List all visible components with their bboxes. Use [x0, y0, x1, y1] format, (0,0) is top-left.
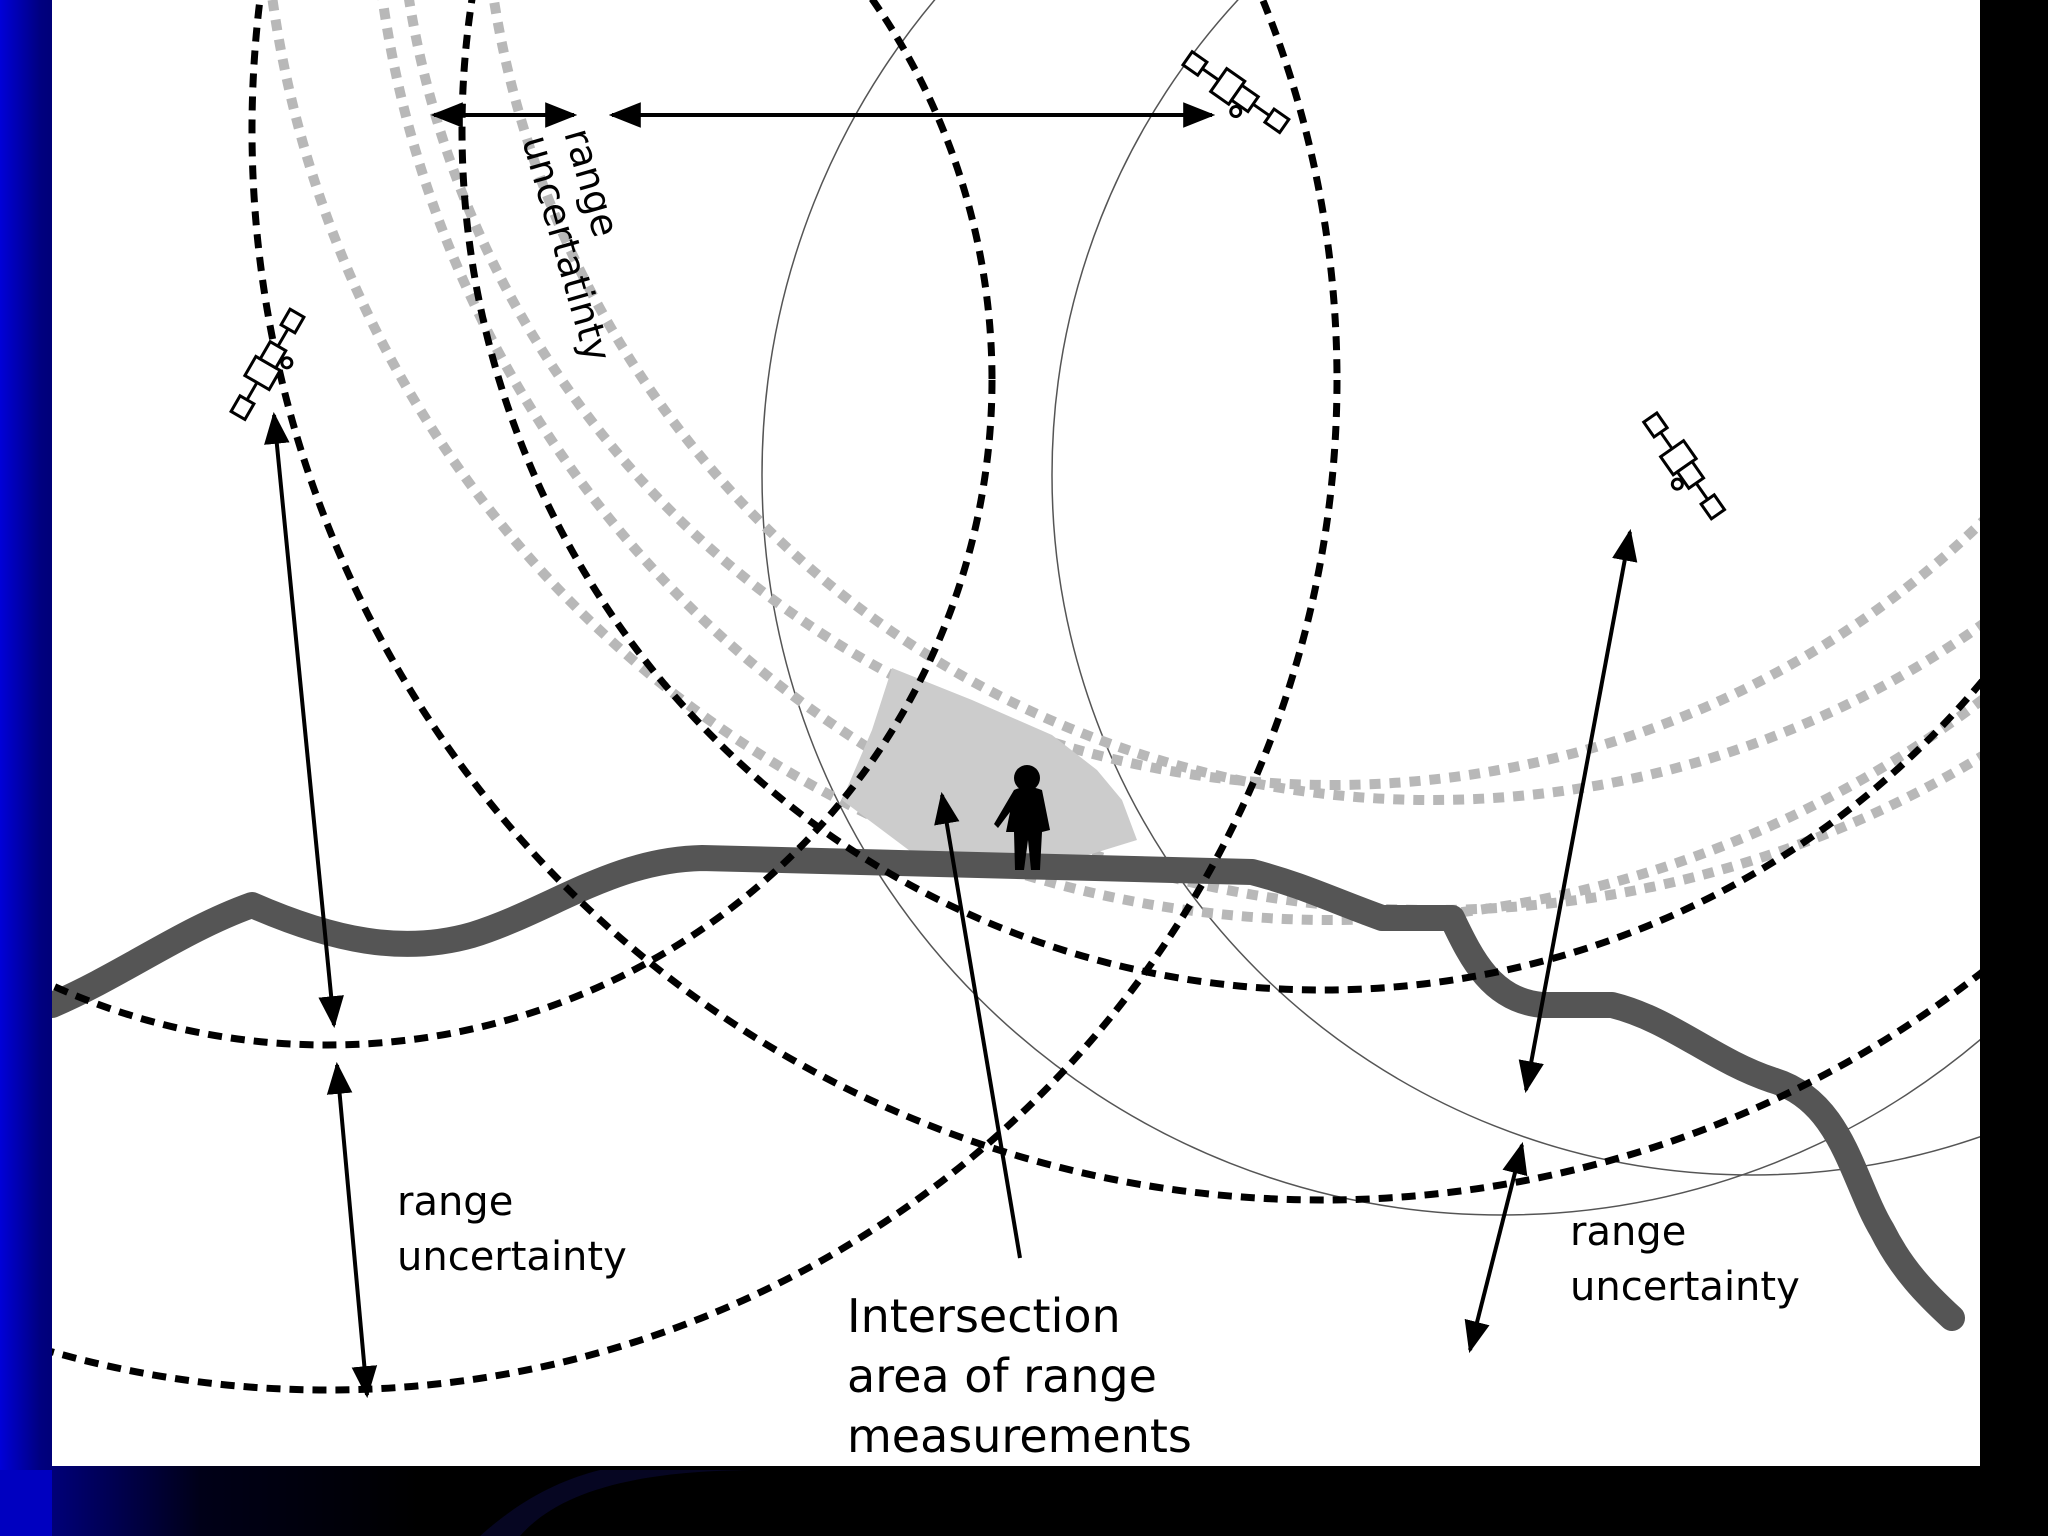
- range-circle-left-inner: [52, 0, 996, 1049]
- satellite-icon: [1641, 410, 1727, 521]
- range-circle-left-outer: [52, 0, 1341, 1394]
- left-range-uncertainty-label-line2: uncertainty: [397, 1234, 627, 1280]
- thin-circle-left: [761, 0, 1980, 1216]
- dashed-range-circles: [52, 0, 1980, 1394]
- intersection-label-line1: Intersection: [847, 1289, 1121, 1343]
- uncertainty-bands: [267, 0, 1980, 925]
- intersection-label-line3: measurements: [847, 1409, 1192, 1463]
- arrow-left-range: [264, 411, 344, 1029]
- thin-circle-right: [1051, 0, 1980, 1176]
- person-icon: [994, 765, 1050, 870]
- gps-range-diagram: range uncertatinty range uncertainty ran…: [52, 0, 1980, 1463]
- intersection-label-line2: area of range: [847, 1349, 1157, 1403]
- uncertainty-band-right-outer: [267, 0, 1980, 925]
- right-range-uncertainty-label-line2: uncertainty: [1570, 1264, 1800, 1310]
- arrows: [264, 102, 1638, 1399]
- diagram-panel: range uncertatinty range uncertainty ran…: [52, 0, 1980, 1466]
- satellite-icon: [1180, 49, 1291, 135]
- range-circle-top-inner: [458, 0, 1980, 994]
- arrow-left-uncertainty: [326, 1061, 378, 1399]
- thin-range-circles: [761, 0, 1980, 1216]
- arrow-right-uncertainty: [1464, 1141, 1528, 1354]
- arrow-intersection-pointer: [934, 791, 1022, 1259]
- arrow-right-range: [1518, 528, 1638, 1094]
- right-range-uncertainty-label-line1: range: [1570, 1209, 1686, 1255]
- intersection-area: [842, 668, 1137, 862]
- satellite-icon: [229, 307, 306, 422]
- left-range-uncertainty-label-line1: range: [397, 1179, 513, 1225]
- uncertainty-band-right-inner: [404, 0, 1980, 790]
- range-circle-top-outer: [248, 0, 1980, 1204]
